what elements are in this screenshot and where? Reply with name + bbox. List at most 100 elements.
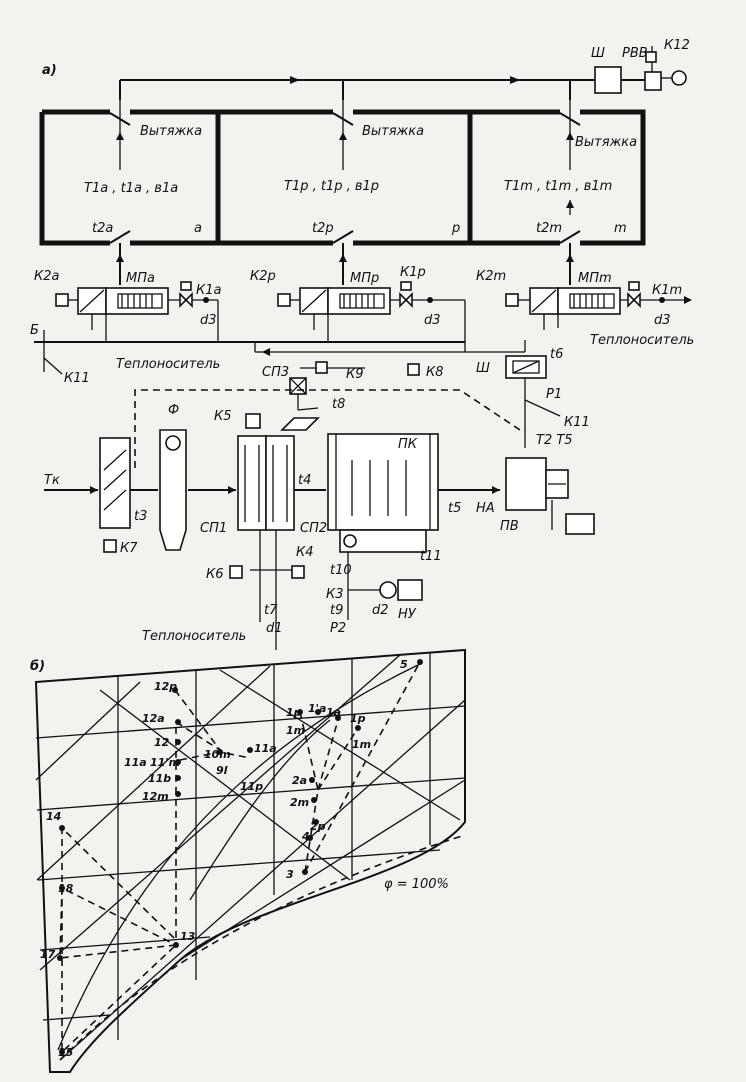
room-a: Вытяжка T1a , t1a , в1a t2a а [84, 100, 202, 244]
k12-valve-icon [645, 51, 657, 63]
point-1a-prime: 1'а [308, 702, 326, 715]
process-train: Tк t3 К7 Ф К5 СП1 СП2 t4 ПК t5 НА [44, 403, 595, 556]
chart-point-labels: 12p 12а 12 11а 11'm 11b 12m 10m 9l 11а 1… [40, 658, 449, 1059]
pk-chamber [327, 433, 439, 531]
supply-temp-p: t2p [312, 221, 334, 236]
point-11a-right: 11а [254, 742, 277, 755]
room-params-a: T1a , t1a , в1a [84, 181, 178, 196]
room-letter-p: p [451, 221, 460, 236]
k11-left-label: К11 [64, 371, 90, 386]
supply-temp-m: t2m [536, 221, 562, 236]
point-12: 12 [154, 736, 170, 749]
d3-m-label: d3 [654, 313, 671, 328]
t2t5-label: T2 T5 [536, 433, 573, 448]
k2p-label: К2p [250, 269, 276, 284]
pk-label: ПК [398, 437, 418, 452]
local-heater-row: К2а МПа К1а d3 К2p МПp К1p d3 [34, 243, 692, 352]
point-2a: 2а [292, 774, 307, 787]
sh-label: Ш [591, 46, 605, 61]
rvv-label: РВВ [622, 46, 648, 61]
sp3-label: СП3 [262, 365, 289, 380]
point-17: 17 [40, 948, 56, 961]
bottom-piping: К6 К4 t7 d1 Теплоноситель t10 К3 t9 P2 t… [142, 530, 442, 650]
t8-label: t8 [332, 397, 345, 412]
room-m: Вытяжка T1m , t1m , в1m t2m m [504, 100, 637, 244]
part-a-label: а) [42, 63, 57, 78]
point-12p: 12p [154, 680, 177, 693]
k1m-label: К1m [652, 283, 682, 298]
room-letter-m: m [614, 221, 627, 236]
k11-right-label: К11 [564, 415, 590, 430]
k2m-valve-icon [505, 293, 519, 307]
b-label: Б [30, 323, 39, 338]
k12-label: К12 [664, 38, 690, 53]
t3-label: t3 [134, 509, 147, 524]
point-1p-top: 1p [286, 706, 302, 719]
point-14: 14 [46, 810, 61, 823]
rooms-block [39, 109, 646, 246]
point-12a: 12а [142, 712, 165, 725]
point-1p-right: 1p [350, 712, 366, 725]
d3-p-label: d3 [424, 313, 441, 328]
heater-label-p: МПp [350, 271, 379, 286]
point-5: 5 [400, 658, 408, 671]
heater-label-m: МПm [578, 271, 612, 286]
t4-label: t4 [298, 473, 311, 488]
k5-label: К5 [214, 409, 232, 424]
heater-label-a: МПа [126, 271, 155, 286]
ny-label: НУ [398, 607, 417, 622]
p1-label: P1 [546, 387, 562, 402]
t10-label: t10 [330, 563, 352, 578]
heat-carrier-label-1: Теплоноситель [116, 357, 220, 372]
k4-label: К4 [296, 545, 314, 560]
k8-label: К8 [426, 365, 444, 380]
na-label: НА [476, 501, 495, 516]
tk-label: Tк [44, 473, 60, 488]
k1p-valve-icon [399, 292, 413, 308]
room-params-m: T1m , t1m , в1m [504, 179, 612, 194]
right-filter: Ш t6 P1 К11 T2 T5 [476, 347, 590, 448]
pv-label: ПВ [500, 519, 519, 534]
d3-a-label: d3 [200, 313, 217, 328]
k2m-label: К2m [476, 269, 506, 284]
k1p-label: К1p [400, 265, 426, 280]
phi-label: φ = 100% [384, 877, 449, 892]
exhaust-label-p: Вытяжка [362, 124, 424, 139]
k1a-label: К1а [196, 283, 222, 298]
pv-fan-icon [505, 457, 547, 511]
sp2-label: СП2 [300, 521, 327, 536]
room-p: Вытяжка T1p , t1p , в1p t2p p [284, 100, 460, 244]
f-label: Ф [168, 403, 179, 418]
k9-label: К9 [346, 367, 364, 382]
d2-label: d2 [372, 603, 389, 618]
heat-carrier-label-3: Теплоноситель [142, 629, 246, 644]
point-4: 4 [301, 830, 310, 843]
point-9l: 9l [216, 764, 228, 777]
point-2p: 2p [310, 820, 326, 833]
exhaust-duct [119, 76, 598, 100]
sh2-label: Ш [476, 361, 490, 376]
filter-icon [99, 437, 131, 529]
k1m-valve-icon [627, 292, 641, 308]
t11-label: t11 [420, 549, 442, 564]
t7-label: t7 [264, 603, 278, 618]
point-1a: 1а [326, 706, 341, 719]
point-13: 13 [180, 930, 196, 943]
point-11m: 11'm [150, 756, 180, 769]
point-15: 15 [58, 1046, 74, 1059]
k1a-valve-icon [179, 292, 193, 308]
point-11p: 11p [240, 780, 263, 793]
t5-label: t5 [448, 501, 461, 516]
point-1m-left: 1m [286, 724, 305, 737]
k2p-valve-icon [277, 293, 291, 307]
fan-f-icon [159, 429, 187, 551]
t6-label: t6 [550, 347, 563, 362]
point-1m-right: 1m [352, 738, 371, 751]
k7-label: К7 [120, 541, 138, 556]
k6-label: К6 [206, 567, 224, 582]
point-10m: 10m [204, 748, 231, 761]
supply-main-duct: Б К11 Теплоноситель Теплоноситель [30, 323, 694, 386]
psychrometric-chart [34, 648, 466, 1073]
point-2m: 2m [290, 796, 309, 809]
part-b-label: б) [30, 659, 45, 674]
